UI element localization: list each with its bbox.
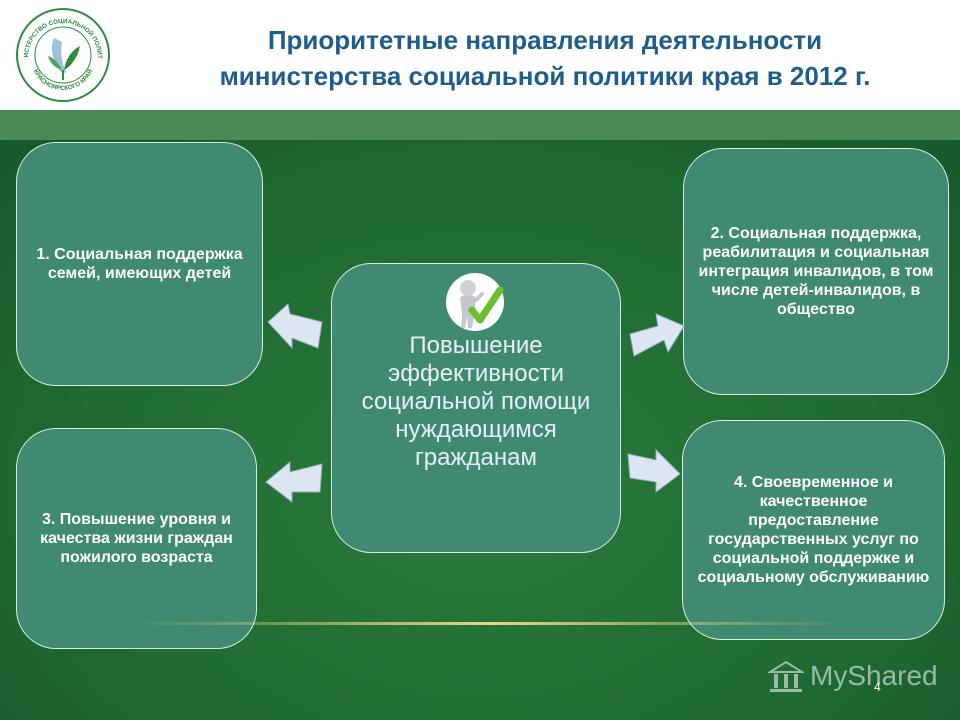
center-goal-text: Повышение эффективности социальной помощ…	[361, 332, 591, 471]
decorative-glow-line	[130, 622, 850, 625]
watermark: MyShared	[768, 656, 938, 696]
arrow-to-box-3-icon	[265, 460, 323, 504]
arrow-to-box-1-icon	[267, 303, 323, 350]
priority-box-1: 1. Социальная поддержка семей, имеющих д…	[16, 142, 263, 386]
ministry-logo: МИНИСТЕРСТВО СОЦИАЛЬНОЙ ПОЛИТИКИ КРАСНОЯ…	[11, 1, 112, 104]
building-icon	[768, 660, 804, 692]
leaf-emblem-icon: МИНИСТЕРСТВО СОЦИАЛЬНОЙ ПОЛИТИКИ КРАСНОЯ…	[11, 1, 110, 102]
arrow-to-box-2-icon	[629, 313, 685, 357]
priority-box-1-text: 1. Социальная поддержка семей, имеющих д…	[36, 246, 243, 282]
header-band	[0, 110, 960, 140]
header	[0, 0, 960, 110]
priority-box-3: 3. Повышение уровня и качества жизни гра…	[16, 428, 257, 649]
priority-box-4: 4. Своевременное и качественное предоста…	[682, 420, 945, 640]
priority-box-2-text: 2. Социальная поддержка, реабилитация и …	[698, 225, 934, 318]
title-line-2: министерства социальной политики края в …	[219, 61, 871, 91]
title-line-1: Приоритетные направления деятельности	[267, 25, 823, 55]
page-title: Приоритетные направления деятельности ми…	[130, 22, 960, 94]
priority-box-4-text: 4. Своевременное и качественное предоста…	[697, 474, 930, 586]
page-number: 4	[874, 680, 881, 694]
center-goal-box: Повышение эффективности социальной помощ…	[331, 263, 621, 553]
person-checkmark-icon	[446, 273, 504, 331]
watermark-text: MyShared	[810, 660, 938, 691]
arrow-to-box-4-icon	[627, 448, 681, 493]
priority-box-2: 2. Социальная поддержка, реабилитация и …	[683, 148, 949, 395]
priority-box-3-text: 3. Повышение уровня и качества жизни гра…	[40, 511, 233, 566]
